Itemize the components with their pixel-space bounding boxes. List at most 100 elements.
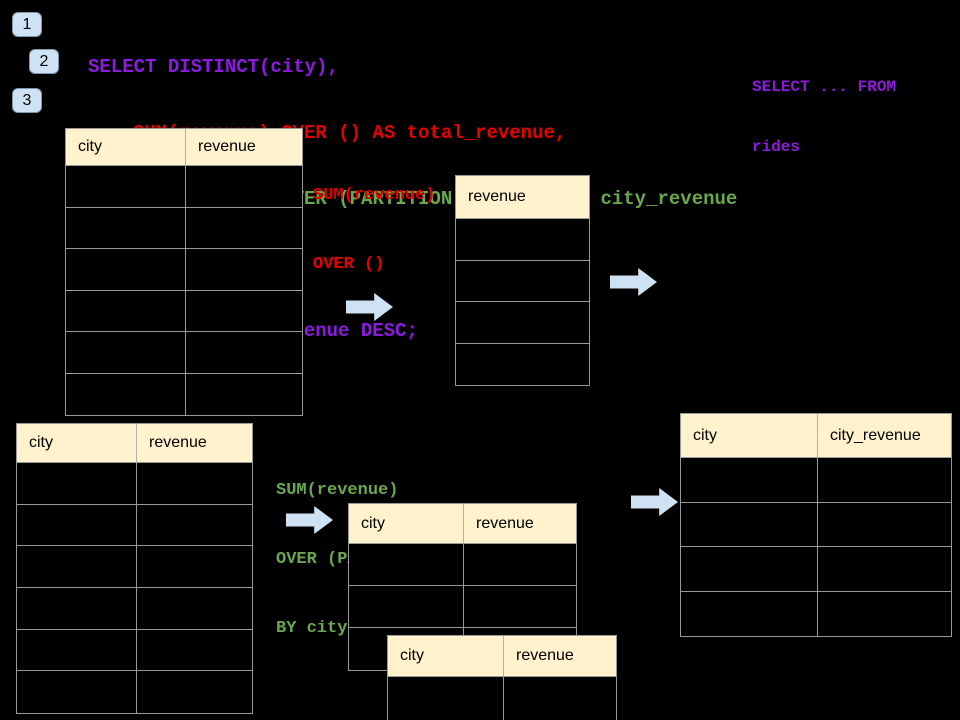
- table-final-result: city city_revenue: [680, 413, 952, 637]
- table-cell: [186, 166, 302, 207]
- table-row: [456, 219, 589, 261]
- table-cell: [137, 588, 252, 629]
- table-row: [681, 547, 951, 592]
- table-cell: [66, 249, 186, 290]
- table-cell: [818, 458, 951, 502]
- select-from-note-line1: SELECT ... FROM: [752, 78, 897, 96]
- table-cell: [456, 302, 589, 343]
- table-cell: [681, 547, 818, 591]
- table-row: [66, 290, 302, 332]
- table-source-top: city revenue: [65, 128, 303, 416]
- table-cell: [464, 544, 576, 585]
- table-cell: [66, 373, 186, 415]
- column-header-revenue: revenue: [198, 138, 256, 155]
- column-header-city: city: [66, 129, 186, 165]
- table-cell: [186, 208, 302, 249]
- right-arrow-icon: [631, 488, 678, 516]
- table-total-result: revenue: [455, 175, 590, 386]
- partition-annotation-line3: BY city): [276, 619, 358, 638]
- table-cell: [388, 677, 504, 720]
- table-cell: [186, 332, 302, 373]
- table-cell: [456, 219, 589, 260]
- column-header-city-revenue: city_revenue: [830, 426, 921, 444]
- table-cell: [818, 547, 951, 591]
- table-cell: [186, 291, 302, 332]
- table-row: [681, 502, 951, 547]
- total-annotation-line2: OVER (): [313, 255, 385, 274]
- table-row: [17, 463, 252, 505]
- table-cell: [681, 458, 818, 502]
- table-cell: [186, 374, 302, 416]
- table-source-bottom-header: city revenue: [17, 424, 252, 463]
- table-cell: [17, 463, 137, 504]
- table-partition-2: city revenue: [387, 635, 617, 720]
- column-header-revenue: revenue: [476, 514, 534, 532]
- table-row: [17, 546, 252, 589]
- table-row: [66, 207, 302, 249]
- table-row: [66, 373, 302, 416]
- total-annotation-line1: SUM(revenue): [313, 186, 436, 205]
- table-row: [66, 166, 302, 208]
- table-row: [349, 586, 576, 628]
- table-cell: [17, 546, 137, 588]
- table-row: [456, 344, 589, 386]
- step-badge-1: 1: [12, 12, 42, 37]
- table-row: [681, 458, 951, 503]
- step-badge-3: 3: [12, 88, 42, 113]
- table-cell: [464, 586, 576, 627]
- sql-line-select: SELECT DISTINCT(city),: [88, 56, 339, 78]
- table-cell: [349, 544, 464, 585]
- step-badge-3-label: 3: [22, 91, 32, 109]
- table-source-top-header: city revenue: [66, 129, 302, 166]
- column-header-revenue: revenue: [149, 434, 207, 451]
- table-row: [66, 332, 302, 374]
- table-cell: [681, 502, 818, 546]
- table-partition-1-header: city revenue: [349, 504, 576, 544]
- table-cell: [137, 546, 252, 587]
- table-cell: [66, 332, 186, 373]
- table-row: [456, 261, 589, 302]
- column-header-city: city: [681, 414, 818, 457]
- table-cell: [186, 249, 302, 290]
- table-row: [17, 504, 252, 547]
- table-cell: [17, 629, 137, 671]
- table-row: [388, 677, 616, 720]
- table-cell: [137, 463, 252, 504]
- table-cell: [818, 592, 951, 637]
- column-header-city: city: [388, 636, 504, 676]
- table-row: [17, 629, 252, 672]
- table-cell: [66, 207, 186, 248]
- table-total-result-header: revenue: [456, 176, 589, 219]
- step-badge-1-label: 1: [22, 15, 32, 33]
- column-header-revenue: revenue: [516, 647, 574, 664]
- table-row: [349, 544, 576, 586]
- table-row: [17, 671, 252, 714]
- table-final-result-header: city city_revenue: [681, 414, 951, 458]
- table-source-bottom: city revenue: [16, 423, 253, 715]
- table-cell: [66, 290, 186, 331]
- select-from-note-line2: rides: [752, 138, 801, 156]
- select-from-rides-note: SELECT ... FROM rides: [752, 37, 896, 197]
- table-cell: [456, 344, 589, 386]
- step-badge-2-label: 2: [39, 52, 49, 70]
- table-cell: [681, 591, 818, 636]
- step-badge-2: 2: [29, 49, 59, 74]
- table-cell: [17, 504, 137, 546]
- column-header-city: city: [17, 424, 137, 462]
- table-cell: [818, 503, 951, 547]
- table-row: [456, 302, 589, 344]
- table-cell: [17, 588, 137, 629]
- table-cell: [456, 261, 589, 302]
- table-cell: [17, 671, 137, 714]
- table-row: [17, 588, 252, 630]
- table-cell: [137, 630, 252, 671]
- total-revenue-annotation: SUM(revenue) OVER (): [313, 138, 435, 322]
- column-header-city: city: [349, 504, 464, 543]
- table-row: [681, 591, 951, 637]
- column-header-revenue: revenue: [468, 188, 526, 205]
- table-cell: [137, 505, 252, 546]
- table-cell: [349, 586, 464, 627]
- table-partition-2-header: city revenue: [388, 636, 616, 677]
- table-cell: [504, 677, 616, 720]
